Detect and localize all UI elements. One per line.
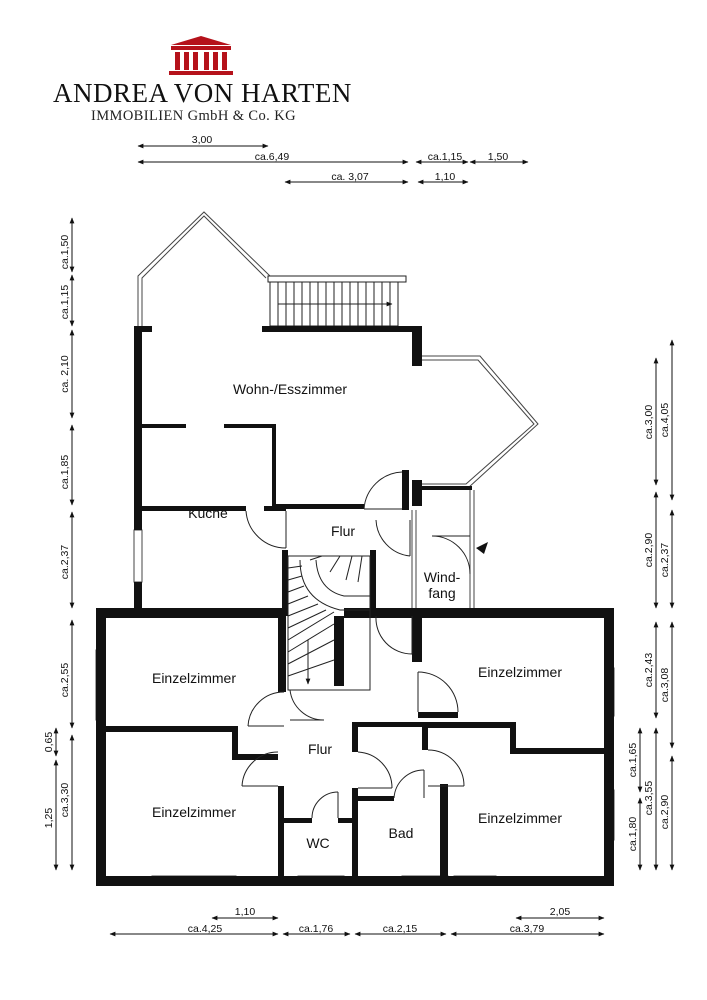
- entrance-arrow-icon: [476, 542, 488, 554]
- dim-right-165: ca.1,65: [627, 743, 639, 778]
- dim-left-237: ca.2,37: [59, 545, 71, 580]
- room-label-einzel-ne: Einzelzimmer: [478, 664, 562, 680]
- room-label-bad: Bad: [389, 825, 414, 841]
- dim-right-308: ca.3,08: [659, 668, 671, 703]
- dim-right-180: ca.1,80: [627, 817, 639, 852]
- dim-top-150: 1,50: [488, 151, 509, 163]
- balcony: [267, 275, 407, 327]
- top-dimensions: [137, 143, 529, 185]
- left-dimensions: [53, 217, 75, 871]
- dim-left-125: 1,25: [43, 808, 55, 829]
- room-label-einzel-nw: Einzelzimmer: [152, 670, 236, 686]
- dim-bottom-205: 2,05: [550, 906, 571, 918]
- dim-top-307: ca. 3,07: [331, 171, 369, 183]
- room-label-kueche: Küche: [188, 505, 228, 521]
- dim-left-255: ca.2,55: [59, 663, 71, 698]
- dim-bottom-176: ca.1,76: [299, 923, 334, 935]
- dim-left-210: ca. 2,10: [59, 355, 71, 393]
- dim-bottom-110: 1,10: [235, 906, 256, 918]
- room-label-einzel-se: Einzelzimmer: [478, 810, 562, 826]
- dim-top-110: 1,10: [435, 171, 456, 183]
- dim-right-290b: ca.2,90: [659, 795, 671, 830]
- dim-left-065: 0,65: [43, 732, 55, 753]
- building-logo-icon: [169, 36, 233, 75]
- dim-left-150: ca.1,50: [59, 235, 71, 270]
- door-swings: [241, 471, 471, 819]
- company-name: ANDREA VON HARTEN: [53, 78, 352, 108]
- dim-left-330: ca.3,30: [59, 783, 71, 818]
- dim-bottom-425: ca.4,25: [188, 923, 223, 935]
- dim-left-185: ca.1,85: [59, 455, 71, 490]
- dim-right-243: ca.2,43: [643, 653, 655, 688]
- bottom-dimensions: [109, 915, 605, 937]
- room-label-wohn: Wohn-/Esszimmer: [233, 381, 347, 397]
- right-dimensions: [637, 339, 675, 871]
- dim-top-300: 3,00: [192, 134, 213, 146]
- room-label-windfang-2: fang: [428, 585, 455, 601]
- dim-top-115: ca.1,15: [428, 151, 463, 163]
- company-subtitle: IMMOBILIEN GmbH & Co. KG: [91, 108, 296, 124]
- walls: [96, 326, 614, 886]
- room-label-flur-lower: Flur: [308, 741, 332, 757]
- dim-bottom-379: ca.3,79: [510, 923, 545, 935]
- dim-right-355: ca.3,55: [643, 781, 655, 816]
- dim-right-300: ca.3,00: [643, 405, 655, 440]
- dim-right-405: ca.4,05: [659, 403, 671, 438]
- room-label-einzel-sw: Einzelzimmer: [152, 804, 236, 820]
- staircase: [287, 555, 371, 691]
- dim-right-237: ca.2,37: [659, 543, 671, 578]
- room-label-wc: WC: [306, 835, 329, 851]
- room-label-flur-upper: Flur: [331, 523, 355, 539]
- dim-bottom-215: ca.2,15: [383, 923, 418, 935]
- dim-top-649: ca.6,49: [255, 151, 290, 163]
- dim-right-290a: ca.2,90: [643, 533, 655, 568]
- watermark-text: Immogrundriss: [605, 733, 614, 783]
- dim-left-115: ca.1,15: [59, 285, 71, 320]
- room-label-windfang-1: Wind-: [424, 569, 461, 585]
